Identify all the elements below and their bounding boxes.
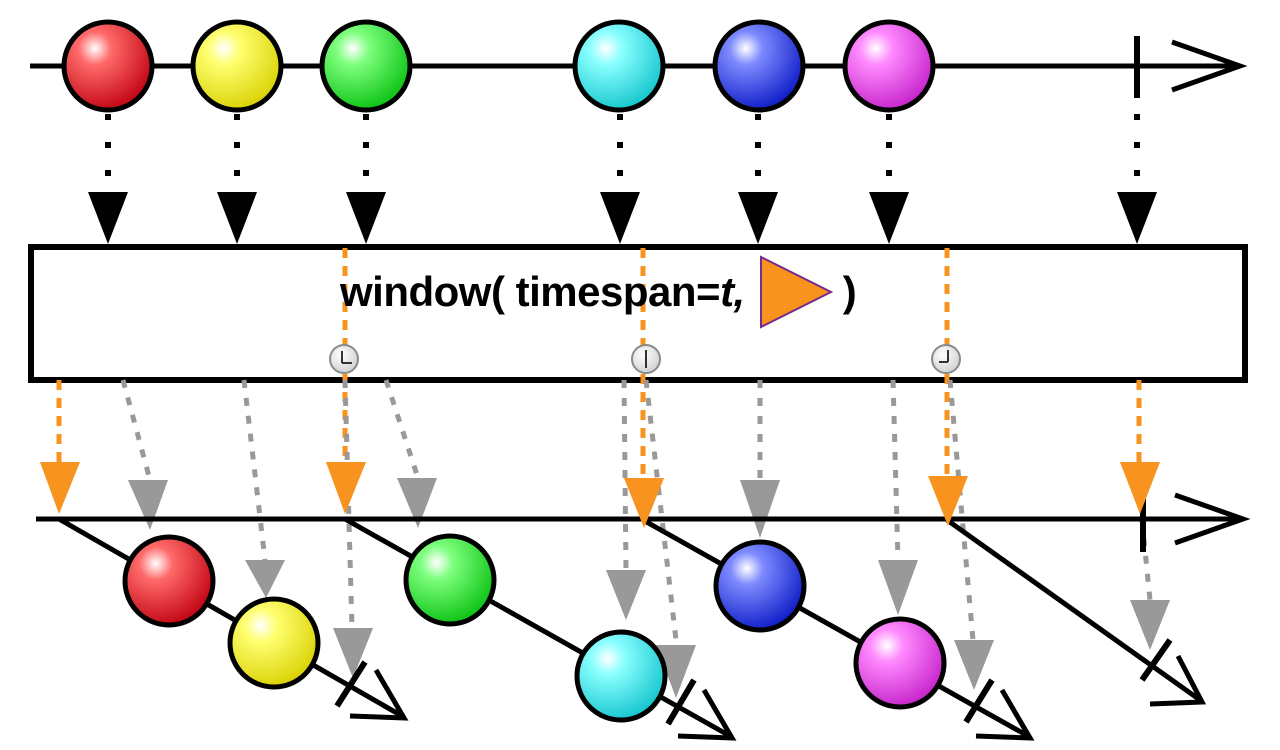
source-marble-blue <box>712 19 806 113</box>
arrowhead-icon <box>349 668 409 721</box>
down-arrow-icon <box>738 192 778 244</box>
down-arrow-icon <box>954 640 994 690</box>
source-marble-green <box>319 19 413 113</box>
operator-close: ) <box>842 268 857 315</box>
down-arrow-icon <box>346 192 386 244</box>
window-complete-mark <box>334 660 368 708</box>
window-open-arrowheads <box>40 462 1160 528</box>
arrowhead-icon <box>1149 654 1207 707</box>
source-marbles <box>61 19 936 113</box>
down-arrow-icon <box>928 476 968 526</box>
output-marbles <box>122 533 947 723</box>
window-1-marble-red <box>122 534 216 628</box>
down-arrow-icon <box>397 478 437 528</box>
window-1-marble-yellow <box>227 596 321 690</box>
down-arrow-icon <box>245 560 285 598</box>
down-arrow-icon <box>326 462 366 514</box>
source-marble-cyan <box>572 19 666 113</box>
arrowhead-icon <box>1171 39 1248 93</box>
orange-triangle-icon <box>759 255 833 329</box>
source-emit-arrows <box>105 114 1140 192</box>
source-marble-yellow <box>190 19 284 113</box>
down-arrow-icon <box>1130 600 1170 650</box>
down-arrow-icon <box>1120 462 1160 514</box>
clock-icon <box>931 344 961 374</box>
window-3 <box>641 517 1035 741</box>
window-1 <box>57 516 409 721</box>
down-arrow-icon <box>624 478 664 528</box>
down-arrow-icon <box>128 480 168 530</box>
operator-name: window( <box>340 268 505 315</box>
down-arrow-icon <box>1117 192 1157 244</box>
window-3-marble-magenta <box>853 616 947 710</box>
operator-label: window( timespan=t, ) <box>340 255 857 329</box>
source-marble-magenta <box>842 19 936 113</box>
down-arrow-icon <box>878 560 918 615</box>
down-arrow-icon <box>600 192 640 244</box>
source-emit-arrowheads <box>88 192 1157 244</box>
down-arrow-icon <box>217 192 257 244</box>
arrowhead-icon <box>1174 492 1251 546</box>
window-complete-mark <box>1139 638 1173 682</box>
down-arrow-icon <box>333 628 373 678</box>
window-3-marble-blue <box>713 539 807 633</box>
window-2 <box>343 516 737 741</box>
window-complete-mark <box>963 678 995 724</box>
clock-icon <box>631 344 661 374</box>
clock-icon <box>329 344 359 374</box>
down-arrow-icon <box>88 192 128 244</box>
down-arrow-icon <box>656 645 696 698</box>
timer-clocks <box>329 344 961 374</box>
window-4 <box>945 517 1207 707</box>
source-marble-red <box>61 19 155 113</box>
window-complete-mark <box>665 678 697 726</box>
down-arrow-icon <box>740 480 780 538</box>
down-arrow-icon <box>606 570 646 620</box>
down-arrow-icon <box>40 462 80 514</box>
window-2-marble-cyan <box>574 629 668 723</box>
operator-param: timespan= <box>515 268 721 315</box>
arrowhead-icon <box>677 688 737 741</box>
item-route-arrowheads <box>128 478 1170 698</box>
operator-param-var: t, <box>720 268 745 315</box>
arrowhead-icon <box>975 688 1035 741</box>
down-arrow-icon <box>869 192 909 244</box>
window-2-marble-green <box>403 533 497 627</box>
item-route-lines <box>120 379 1153 641</box>
